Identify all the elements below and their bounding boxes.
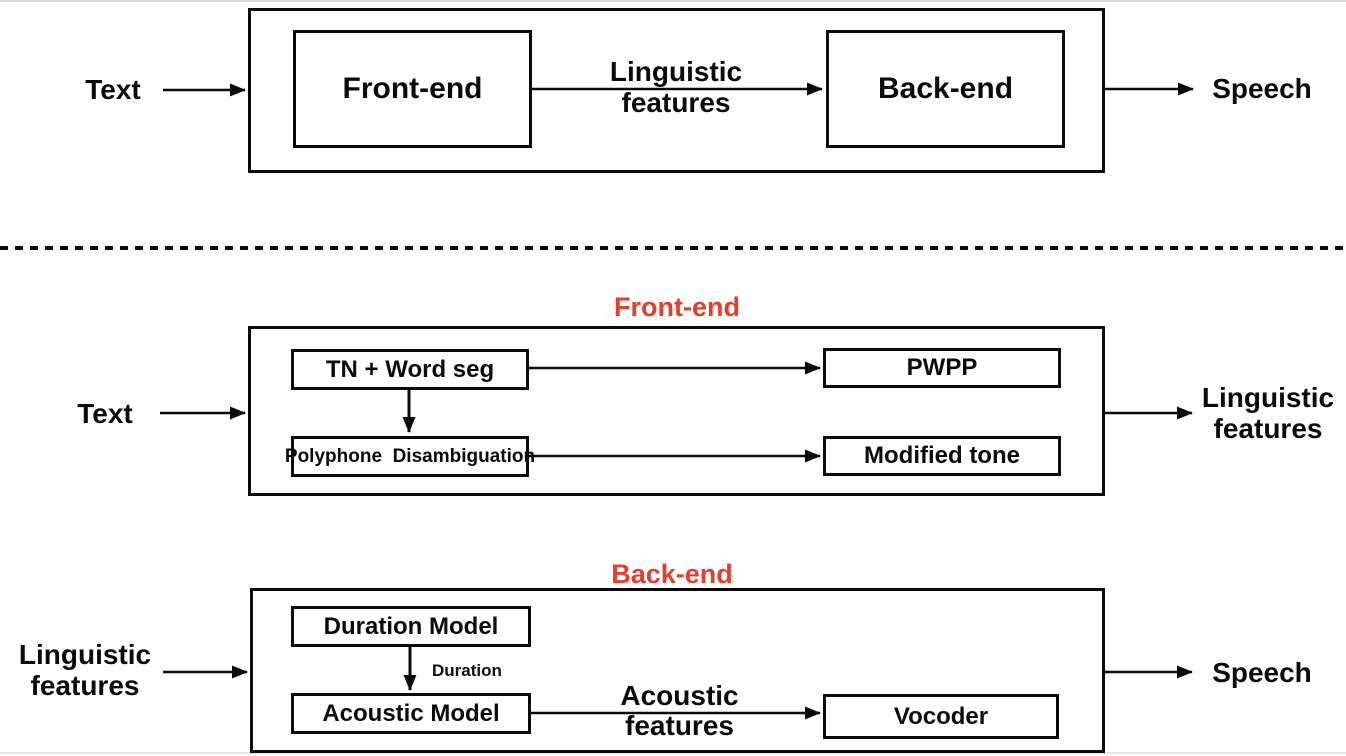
frontend-outer-box	[248, 326, 1105, 496]
duration-model-label: Duration Model	[323, 612, 499, 640]
frontend-input-label: Text	[77, 398, 133, 429]
backend-section-title: Back-end	[611, 559, 733, 589]
pwpp-label: PWPP	[906, 354, 978, 381]
frontend-output-label: Linguistic features	[1201, 382, 1335, 444]
frontend-polyphone-box: Polyphone Disambiguation	[285, 436, 535, 477]
overview-mid-label: Linguistic features	[609, 56, 743, 118]
backend-input-label: Linguistic features	[18, 639, 152, 701]
overview-input-label: Text	[85, 74, 141, 105]
page-bottom-edge-line	[0, 752, 1346, 754]
frontend-section-title: Front-end	[614, 292, 740, 322]
backend-outer-box	[250, 588, 1105, 753]
overview-backend-box: Back-end	[826, 30, 1065, 148]
page-top-edge-line	[0, 0, 1346, 2]
polyphone-label: Polyphone Disambiguation	[284, 445, 536, 467]
modified-tone-label: Modified tone	[864, 442, 1020, 469]
overview-frontend-box: Front-end	[293, 30, 532, 148]
backend-vocoder-box: Vocoder	[823, 694, 1059, 739]
tn-word-seg-label: TN + Word seg	[325, 355, 495, 383]
overview-outer-box	[248, 8, 1105, 173]
backend-mid-label: Acoustic features	[620, 680, 739, 741]
backend-output-label: Speech	[1212, 657, 1312, 688]
backend-acoustic-model-box: Acoustic Model	[291, 693, 531, 734]
frontend-tn-word-seg-box: TN + Word seg	[291, 349, 529, 390]
overview-frontend-label: Front-end	[342, 72, 483, 105]
vocoder-label: Vocoder	[893, 702, 989, 730]
frontend-modified-tone-box: Modified tone	[823, 436, 1061, 476]
duration-arrow-label: Duration	[432, 661, 502, 680]
acoustic-model-label: Acoustic Model	[322, 699, 500, 727]
frontend-pwpp-box: PWPP	[823, 348, 1061, 388]
overview-backend-label: Back-end	[877, 72, 1014, 105]
overview-output-label: Speech	[1212, 73, 1312, 104]
backend-duration-model-box: Duration Model	[291, 606, 531, 647]
